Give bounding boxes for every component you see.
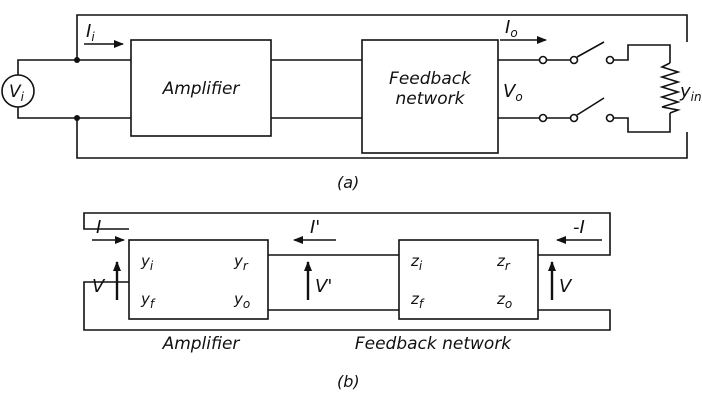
caption-a: (a) (337, 173, 359, 192)
amp-param-yf: yf (140, 290, 156, 311)
load-label: yin (679, 81, 702, 104)
bottom-series-wire (83, 281, 611, 331)
switch-pivot-bottom (569, 113, 579, 123)
amplifier-box-a (130, 39, 272, 137)
feedback-box-a (361, 39, 499, 154)
diagram-a: Vi Ii Amplifier Feedback network Io Vo (1, 14, 702, 192)
node-bottom-left (74, 115, 80, 121)
amp-param-yo: yo (233, 290, 250, 311)
switch-pivot-top (569, 55, 579, 65)
fb-param-zr: zr (496, 252, 511, 273)
current-label-left: I (96, 217, 101, 238)
source-top-wire (17, 59, 131, 75)
node-top-left (74, 57, 80, 63)
terminal-top (538, 55, 548, 65)
voltage-label-right: V (559, 276, 573, 297)
amplifier-label-b: Amplifier (162, 334, 241, 354)
bottom-loop-wire (76, 118, 688, 159)
feedback-box-b (398, 239, 539, 320)
amp-param-yr: yr (233, 252, 249, 273)
switch-blade-top (576, 41, 605, 58)
top-series-wire (83, 212, 611, 256)
output-current-label: Io (505, 17, 518, 40)
fb-param-zi: zi (410, 252, 423, 273)
feedback-label-b: Feedback network (355, 334, 512, 354)
terminal-bottom (538, 113, 548, 123)
load-wire (614, 44, 671, 133)
fb-param-zf: zf (410, 290, 425, 311)
output-voltage-label: Vo (503, 81, 523, 104)
feedback-label-a2: network (395, 89, 465, 109)
amp-param-yi: yi (140, 252, 154, 273)
source-label: Vi (9, 82, 25, 104)
switch-contact-top (605, 55, 615, 65)
current-label-right: -I (573, 217, 585, 238)
switch-contact-bottom (605, 113, 615, 123)
fb-param-zo: zo (496, 290, 512, 311)
source-bottom-wire (17, 107, 131, 119)
amplifier-label-a: Amplifier (162, 79, 241, 99)
feedback-label-a1: Feedback (389, 69, 472, 89)
voltage-label-left: V (92, 276, 106, 297)
diagram-b: yi yr yf yo zi zr zf zo I I' -I V V' V A… (83, 212, 611, 391)
load-resistor (659, 62, 681, 114)
current-label-middle: I' (310, 217, 320, 238)
voltage-source (1, 74, 35, 108)
outer-loop-wire (76, 14, 688, 60)
input-current-label: Ii (86, 21, 95, 44)
caption-b: (b) (337, 372, 360, 391)
switch-blade-bottom (576, 97, 605, 116)
amplifier-box-b (128, 239, 269, 320)
voltage-label-middle: V' (315, 276, 332, 297)
